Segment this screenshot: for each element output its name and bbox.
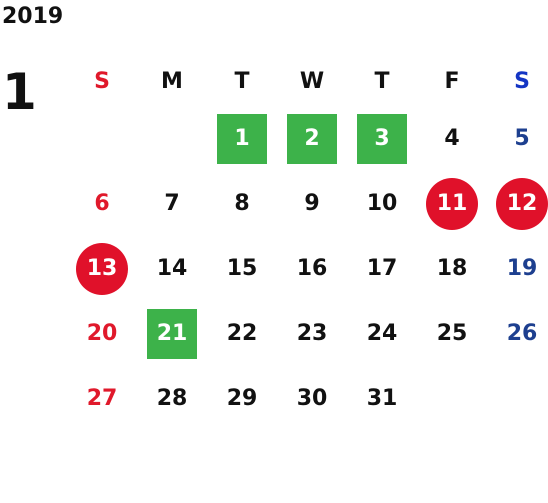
day-cell[interactable]: 27	[86, 386, 118, 411]
day-cell[interactable]: 6	[94, 191, 110, 216]
week-row-4: 20 21 22 23 24 25 26	[67, 301, 548, 366]
empty-day-cell	[487, 366, 548, 431]
day-cell[interactable]: 22	[226, 321, 258, 346]
weekday-saturday: S	[514, 68, 530, 94]
empty-day-cell	[67, 106, 137, 171]
day-cell[interactable]: 14	[156, 256, 188, 281]
empty-day-cell	[137, 106, 207, 171]
day-cell[interactable]: 7	[164, 191, 180, 216]
empty-day-cell	[417, 366, 487, 431]
day-cell[interactable]: 30	[296, 386, 328, 411]
day-cell[interactable]: 10	[366, 191, 398, 216]
day-cell[interactable]: 9	[304, 191, 320, 216]
day-cell[interactable]: 18	[436, 256, 468, 281]
day-cell[interactable]: 20	[86, 321, 118, 346]
weekday-tuesday: T	[234, 68, 250, 94]
day-cell[interactable]: 8	[234, 191, 250, 216]
day-cell[interactable]: 2	[287, 113, 337, 164]
day-cell[interactable]: 21	[147, 308, 197, 359]
week-row-5: 27 28 29 30 31	[67, 366, 548, 431]
day-cell[interactable]: 19	[506, 256, 538, 281]
weekday-wednesday: W	[299, 68, 325, 94]
weekday-sunday: S	[94, 68, 110, 94]
week-row-1: 1 2 3 4 5	[67, 106, 548, 171]
weekday-header-row: S M T W T F S	[67, 56, 548, 106]
day-cell[interactable]: 12	[496, 177, 548, 230]
day-cell[interactable]: 15	[226, 256, 258, 281]
day-cell[interactable]: 13	[76, 242, 128, 295]
month-label: 1	[2, 63, 37, 121]
day-cell[interactable]: 16	[296, 256, 328, 281]
day-cell[interactable]: 26	[506, 321, 538, 346]
day-cell[interactable]: 28	[156, 386, 188, 411]
weekday-friday: F	[444, 68, 460, 94]
day-cell[interactable]: 24	[366, 321, 398, 346]
day-cell[interactable]: 17	[366, 256, 398, 281]
day-cell[interactable]: 5	[514, 126, 530, 151]
calendar-grid: S M T W T F S 1 2 3 4 5 6 7 8 9 10 11 12…	[67, 56, 548, 431]
weekday-monday: M	[161, 68, 183, 94]
day-cell[interactable]: 31	[366, 386, 398, 411]
day-cell[interactable]: 1	[217, 113, 267, 164]
day-cell[interactable]: 4	[444, 126, 460, 151]
day-cell[interactable]: 3	[357, 113, 407, 164]
day-cell[interactable]: 23	[296, 321, 328, 346]
week-row-2: 6 7 8 9 10 11 12	[67, 171, 548, 236]
day-cell[interactable]: 11	[426, 177, 478, 230]
day-cell[interactable]: 29	[226, 386, 258, 411]
weekday-thursday: T	[374, 68, 390, 94]
year-label: 2019	[2, 4, 64, 29]
day-cell[interactable]: 25	[436, 321, 468, 346]
week-row-3: 13 14 15 16 17 18 19	[67, 236, 548, 301]
